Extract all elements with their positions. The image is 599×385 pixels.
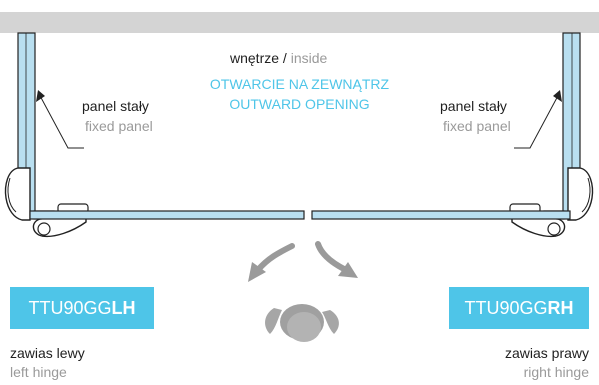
left-model-badge: TTU90GGLH — [10, 287, 154, 329]
opening-line2: OUTWARD OPENING — [229, 96, 370, 112]
inside-label-separator: / — [282, 50, 287, 66]
door-leaf-left — [29, 210, 305, 220]
left-model-suffix: LH — [111, 298, 136, 318]
right-model-suffix: RH — [547, 298, 574, 318]
right-panel-label-primary: panel stały — [440, 98, 507, 114]
right-hinge-label-secondary: right hinge — [523, 364, 589, 380]
right-model-badge: TTU90GGRH — [449, 287, 589, 329]
right-model-prefix: TTU90GG — [464, 298, 548, 318]
right-panel-label-secondary: fixed panel — [443, 118, 511, 134]
inside-label-primary: wnętrze — [230, 50, 280, 66]
person-top-view-icon — [265, 304, 339, 342]
swing-arrow-left-icon — [255, 243, 295, 273]
left-panel-label-primary: panel stały — [82, 98, 149, 114]
inside-label-secondary: inside — [290, 50, 328, 66]
door-leaf-right — [311, 210, 571, 220]
right-panel-leader — [514, 91, 561, 149]
left-hinge-label-primary: zawias lewy — [10, 345, 85, 361]
right-hinge-icon — [509, 167, 594, 238]
inside-label: wnętrze / inside — [230, 50, 327, 66]
right-hinge-label-primary: zawias prawy — [504, 345, 589, 361]
left-hinge-label-secondary: left hinge — [10, 364, 67, 380]
wall-band — [0, 12, 599, 33]
left-model-prefix: TTU90GG — [28, 298, 112, 318]
left-panel-leader — [37, 91, 84, 149]
swing-arrow-right-icon — [315, 241, 349, 273]
opening-line1: OTWARCIE NA ZEWNĄTRZ — [209, 76, 390, 92]
left-panel-label-secondary: fixed panel — [85, 118, 153, 134]
left-hinge-icon — [4, 167, 89, 238]
